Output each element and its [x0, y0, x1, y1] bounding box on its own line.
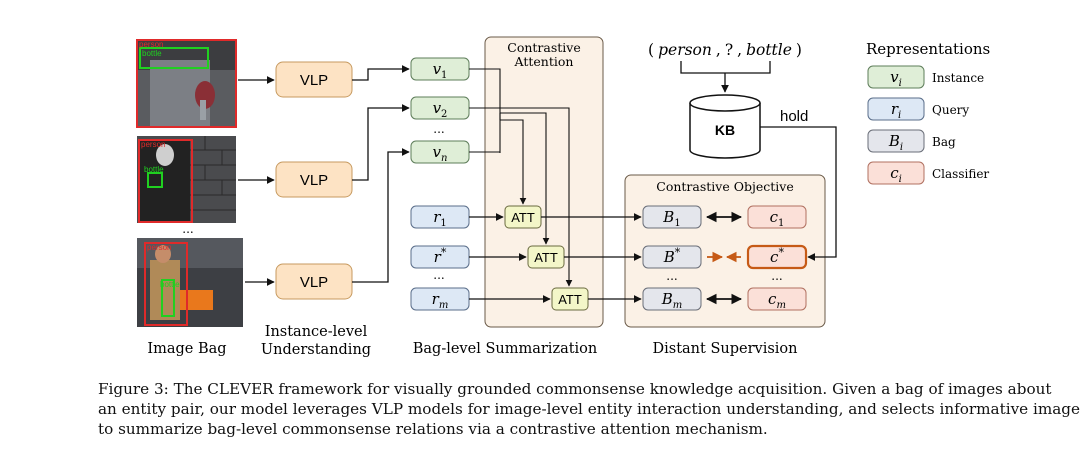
- query-box-rm: rm: [410, 287, 470, 311]
- legend-item-bag: Bi Bag: [867, 129, 956, 153]
- classifier-box-cstar: c*: [746, 244, 808, 270]
- contrastive-objective-label: Contrastive Objective: [656, 179, 793, 194]
- kb-label: KB: [715, 122, 735, 138]
- svg-text:ri: ri: [891, 100, 901, 121]
- query-ellipsis: ...: [433, 268, 444, 282]
- label-instance-level-1: Instance-level: [265, 324, 368, 340]
- svg-text:ATT: ATT: [558, 292, 582, 307]
- svg-text:Bi: Bi: [888, 132, 903, 153]
- bag-box-b1: B1: [642, 205, 702, 229]
- arrow-vlp1-v1: [352, 65, 410, 81]
- image-1-box-label-bottle: bottle: [142, 49, 162, 58]
- label-image-bag: Image Bag: [147, 341, 226, 357]
- caption-line-2: an entity pair, our model leverages VLP …: [98, 400, 1080, 418]
- svg-text:ci: ci: [890, 164, 902, 185]
- svg-text:VLP: VLP: [300, 72, 328, 89]
- contrastive-attention-label-1: Contrastive: [507, 40, 581, 55]
- arrow-vlp3-vn: [352, 148, 410, 283]
- arrow-bundle-att1: [500, 119, 527, 205]
- svg-text:r*: r*: [434, 246, 447, 266]
- vlp-box-3: VLP: [275, 263, 353, 300]
- svg-text:v1: v1: [433, 60, 448, 81]
- entity-triple: (person,?,bottle): [648, 41, 802, 59]
- classifier-ellipsis: ...: [771, 269, 782, 283]
- image-3: person bottle: [137, 238, 243, 327]
- caption-line-3: to summarize bag-level commonsense relat…: [98, 420, 768, 438]
- image-1-box-label-person: person: [139, 40, 163, 49]
- svg-text:vn: vn: [433, 143, 448, 164]
- vlp-box-1: VLP: [275, 61, 353, 98]
- classifier-box-c1: c1: [747, 205, 807, 229]
- figure-caption: Figure 3: The CLEVER framework for visua…: [98, 379, 1080, 439]
- svg-text:ATT: ATT: [534, 250, 558, 265]
- legend-item-classifier: ci Classifier: [867, 161, 989, 185]
- image-bag-ellipsis: ...: [182, 222, 193, 236]
- image-3-box-label-bottle: bottle: [160, 280, 180, 289]
- svg-text:VLP: VLP: [300, 172, 328, 189]
- image-3-box-label-person: person: [147, 243, 171, 252]
- svg-text:B*: B*: [663, 246, 681, 266]
- svg-text:B1: B1: [662, 208, 680, 229]
- svg-text:Bag: Bag: [932, 135, 956, 149]
- arrow-vlp2-v2: [352, 104, 410, 181]
- instance-ellipsis: ...: [433, 122, 444, 136]
- legend-item-instance: vi Instance: [867, 65, 984, 89]
- image-2-box-label-person: person: [141, 140, 165, 149]
- bag-ellipsis: ...: [666, 269, 677, 283]
- svg-text:Bm: Bm: [661, 290, 683, 311]
- legend-title: Representations: [866, 40, 990, 58]
- svg-text:Classifier: Classifier: [932, 167, 989, 181]
- query-box-rstar: r*: [410, 245, 470, 269]
- arrow-bundle-att2: [500, 112, 550, 245]
- svg-text:vi: vi: [890, 68, 902, 89]
- image-2: person bottle: [137, 136, 236, 223]
- label-instance-level-2: Understanding: [261, 342, 371, 358]
- instance-box-vn: vn: [410, 140, 470, 164]
- image-1: bottle person: [136, 39, 237, 128]
- svg-text:cm: cm: [768, 290, 786, 311]
- bag-box-bm: Bm: [642, 287, 702, 311]
- instance-box-v1: v1: [410, 57, 470, 81]
- svg-text:ATT: ATT: [511, 210, 535, 225]
- svg-text:Query: Query: [932, 103, 969, 117]
- instance-box-v2: v2: [410, 96, 470, 120]
- hold-label: hold: [780, 108, 808, 125]
- arrow-kb-cstar: [760, 126, 837, 261]
- kb-database-icon: KB: [689, 94, 761, 159]
- svg-text:rm: rm: [432, 290, 449, 311]
- att-box-2: ATT: [527, 245, 565, 269]
- svg-text:c1: c1: [770, 208, 785, 229]
- label-distant-supervision: Distant Supervision: [653, 341, 798, 357]
- image-2-box-label-bottle: bottle: [144, 165, 164, 174]
- svg-text:VLP: VLP: [300, 274, 328, 291]
- contrastive-attention-panel: [484, 36, 604, 328]
- svg-text:v2: v2: [433, 99, 448, 120]
- svg-text:c*: c*: [770, 246, 784, 266]
- svg-text:r1: r1: [433, 208, 447, 229]
- arrow-v2-att3: [469, 107, 573, 287]
- caption-line-1: Figure 3: The CLEVER framework for visua…: [98, 380, 1052, 398]
- legend-item-query: ri Query: [867, 97, 969, 121]
- bag-box-bstar: B*: [642, 245, 702, 269]
- triple-bracket: [680, 61, 771, 74]
- label-bag-level: Bag-level Summarization: [413, 341, 598, 357]
- svg-text:Instance: Instance: [932, 71, 984, 85]
- att-box-1: ATT: [504, 205, 542, 229]
- att-box-3: ATT: [551, 287, 589, 311]
- query-box-r1: r1: [410, 205, 470, 229]
- line-v1-bundle: [469, 68, 501, 153]
- contrastive-attention-label-2: Attention: [514, 54, 574, 69]
- vlp-box-2: VLP: [275, 161, 353, 198]
- classifier-box-cm: cm: [747, 287, 807, 311]
